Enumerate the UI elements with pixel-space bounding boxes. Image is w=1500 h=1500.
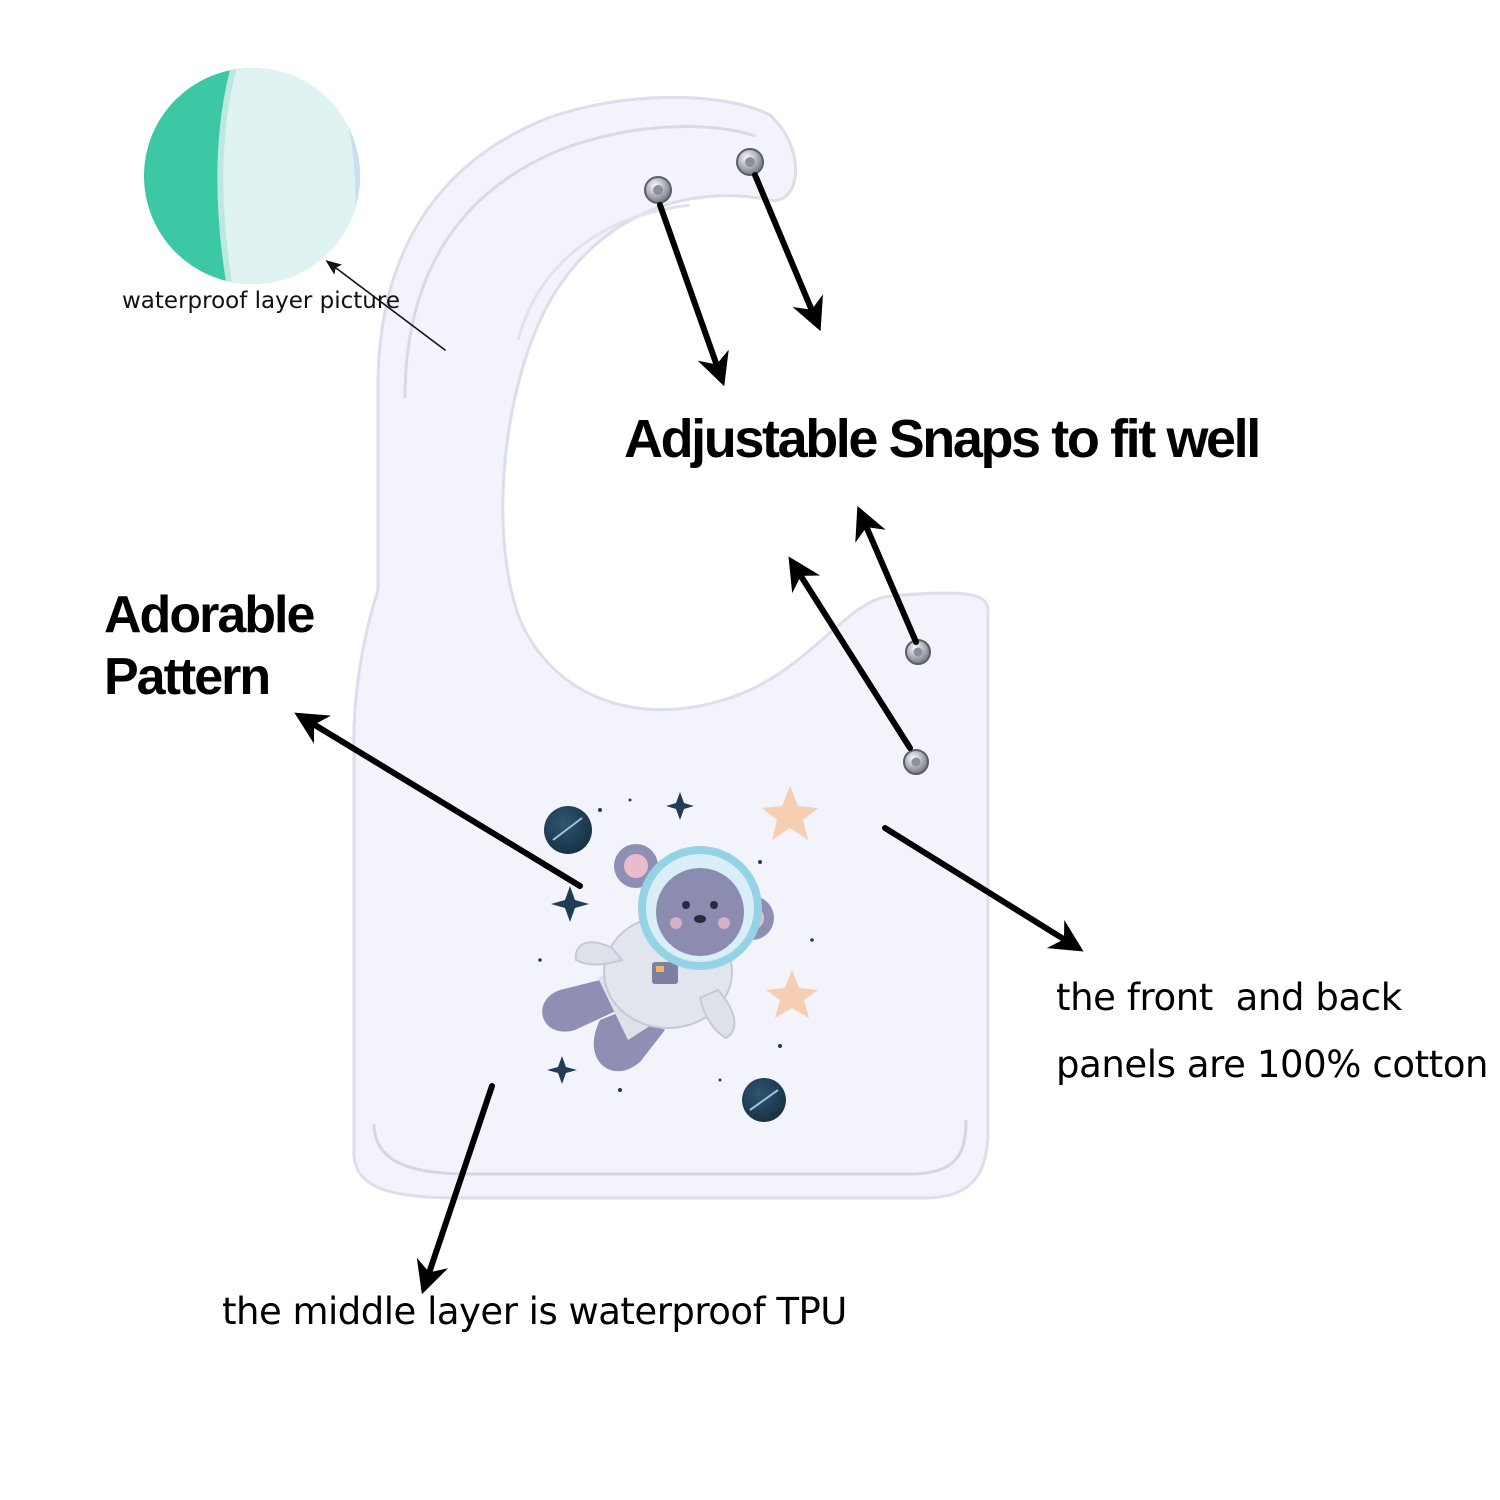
pattern-callout-line: Pattern — [104, 648, 271, 706]
snap-button-icon — [736, 148, 764, 176]
snaps-callout: Adjustable Snaps to fit well — [624, 409, 1261, 469]
middle-layer-callout: the middle layer is waterproof TPU — [222, 1290, 847, 1333]
star-icon — [762, 786, 818, 840]
waterproof-layer-swatch — [144, 68, 360, 284]
star-icon — [766, 970, 818, 1018]
star-icon — [666, 792, 694, 820]
snap-button-icon — [644, 176, 672, 204]
cotton-callout: the front and back panels are 100% cotto… — [1056, 964, 1489, 1098]
arrow-icon — [752, 172, 823, 332]
baby-bib — [352, 95, 990, 1200]
waterproof-layer-caption: waterproof layer picture — [122, 288, 400, 314]
arrow-icon — [416, 1083, 495, 1295]
cotton-callout-line: panels are 100% cotton — [1056, 1043, 1489, 1086]
cotton-callout-line: the front and back — [1056, 976, 1402, 1019]
snap-button-icon — [903, 749, 929, 775]
star-icon — [547, 1056, 577, 1084]
pattern-callout-line: Adorable — [104, 586, 315, 644]
arrow-icon — [325, 260, 446, 351]
pattern-callout: Adorable Pattern — [104, 584, 315, 708]
arrow-icon — [855, 505, 919, 645]
arrow-icon — [657, 202, 729, 387]
koala-astronaut-illustration — [538, 786, 818, 1122]
arrow-icon — [788, 556, 913, 751]
snap-button-icon — [905, 639, 931, 665]
arrow-icon — [294, 712, 583, 889]
planet-icon — [544, 806, 592, 854]
star-icon — [551, 886, 589, 922]
planet-icon — [742, 1078, 786, 1122]
arrow-icon — [882, 825, 1084, 952]
